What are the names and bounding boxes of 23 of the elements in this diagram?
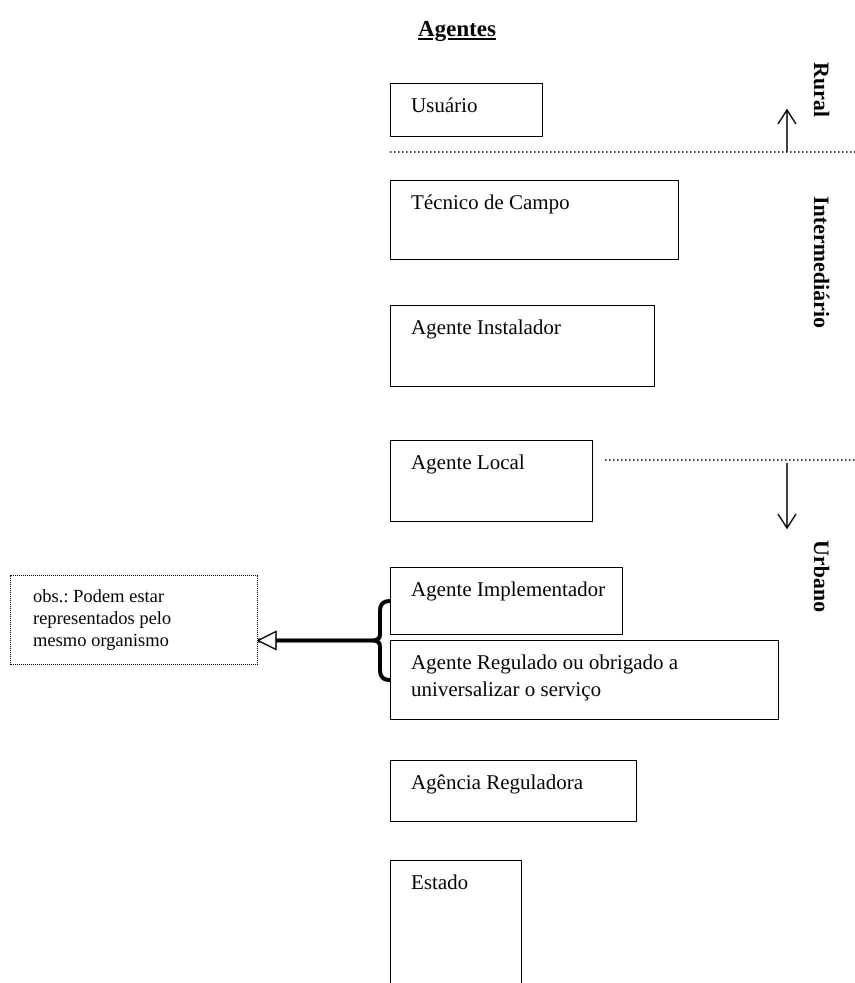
zone-label: Rural	[808, 62, 834, 117]
agent-box	[390, 860, 522, 983]
agent-box	[390, 180, 679, 260]
agent-box	[390, 440, 593, 522]
agent-box	[390, 640, 779, 720]
agent-label: Agente Local	[411, 450, 525, 474]
agent-label: Técnico de Campo	[411, 190, 570, 214]
note-text: obs.: Podem estar representados pelo mesmo organismo	[33, 587, 172, 652]
agent-label: Agente Instalador	[411, 315, 561, 339]
agent-label: Usuário	[411, 93, 478, 117]
block-arrow	[256, 599, 392, 682]
agent-label: Estado	[411, 870, 468, 894]
agent-label: Agente Implementador	[411, 577, 606, 601]
agent-box	[390, 760, 637, 822]
agent-label: Agente Regulado ou obrigado a universalizar o serviço	[411, 650, 678, 702]
agent-label: Agência Reguladora	[411, 770, 584, 794]
agent-box	[390, 305, 655, 387]
note-box	[10, 575, 258, 665]
zone-label: Intermediário	[808, 196, 834, 328]
agent-box	[390, 567, 623, 635]
heading: Agentes	[418, 16, 496, 42]
agent-box	[390, 83, 543, 137]
zone-label: Urbano	[808, 540, 834, 612]
